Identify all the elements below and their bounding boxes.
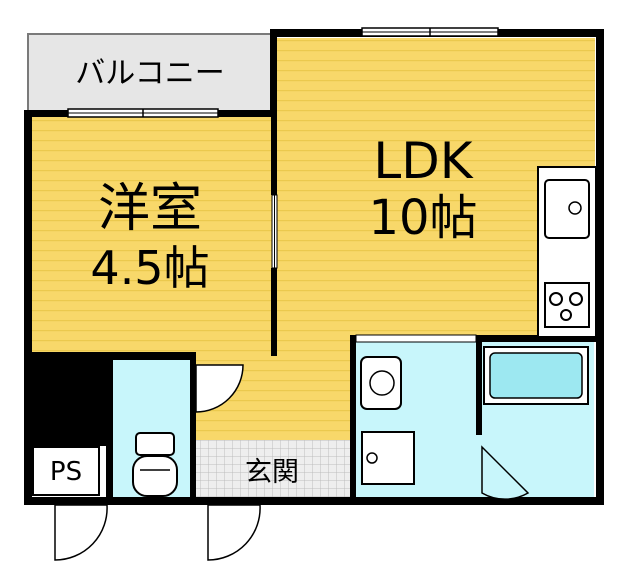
toilet-icon: [132, 432, 178, 497]
tub-inner: [489, 352, 583, 399]
western-room-size: 4.5帖: [90, 241, 209, 295]
balcony-label: バルコニー: [75, 56, 224, 91]
walls: [24, 29, 604, 505]
entrance-label: 玄関: [245, 457, 299, 488]
door-swing-icon: [54, 364, 530, 561]
burner-1: [549, 292, 563, 306]
kitchen-counter: [537, 166, 597, 338]
ps-area: [32, 446, 100, 496]
wall-ldk-left-upper: [270, 29, 277, 115]
western-room-name: 洋室: [98, 179, 202, 239]
wash-basin-icon: [360, 356, 402, 410]
washroom-door-opening: [355, 334, 477, 343]
burner-3: [560, 309, 572, 321]
door-entrance: [207, 504, 261, 561]
burner-2: [569, 292, 583, 306]
wall-bottom: [24, 497, 604, 505]
wall-washroom-left: [350, 335, 356, 501]
sink-drain: [568, 201, 582, 215]
balcony-area: [27, 33, 275, 113]
gas-stove-icon: [544, 282, 590, 328]
window-icon: [67, 27, 499, 118]
door-bath: [481, 445, 530, 500]
ldk-size: 10帖: [368, 190, 477, 246]
sliding-door-partition: [271, 194, 278, 269]
wall-left: [24, 110, 32, 505]
washing-machine-pan-icon: [361, 431, 415, 485]
wall-right: [596, 29, 604, 505]
wall-bath-partition: [476, 335, 482, 435]
wall-toilet-left: [106, 352, 113, 502]
kitchen-sink-icon: [544, 179, 590, 239]
door-ps: [54, 504, 108, 561]
ldk-name: LDK: [373, 132, 473, 190]
western-room-floor: [31, 116, 275, 356]
wall-partition-lower: [271, 268, 277, 356]
bathtub-icon: [483, 346, 589, 405]
wall-toilet-right: [190, 352, 196, 502]
toilet-tank: [135, 432, 175, 456]
wall-block: [24, 352, 112, 446]
wall-partition-upper: [271, 115, 277, 195]
door-hall: [195, 364, 244, 413]
pan-drain: [366, 452, 378, 464]
toilet-bowl: [132, 455, 178, 497]
basin-bowl: [369, 370, 395, 396]
entrance-tile: [195, 440, 355, 498]
sink-basin: [544, 179, 590, 239]
ps-label: PS: [50, 457, 82, 487]
